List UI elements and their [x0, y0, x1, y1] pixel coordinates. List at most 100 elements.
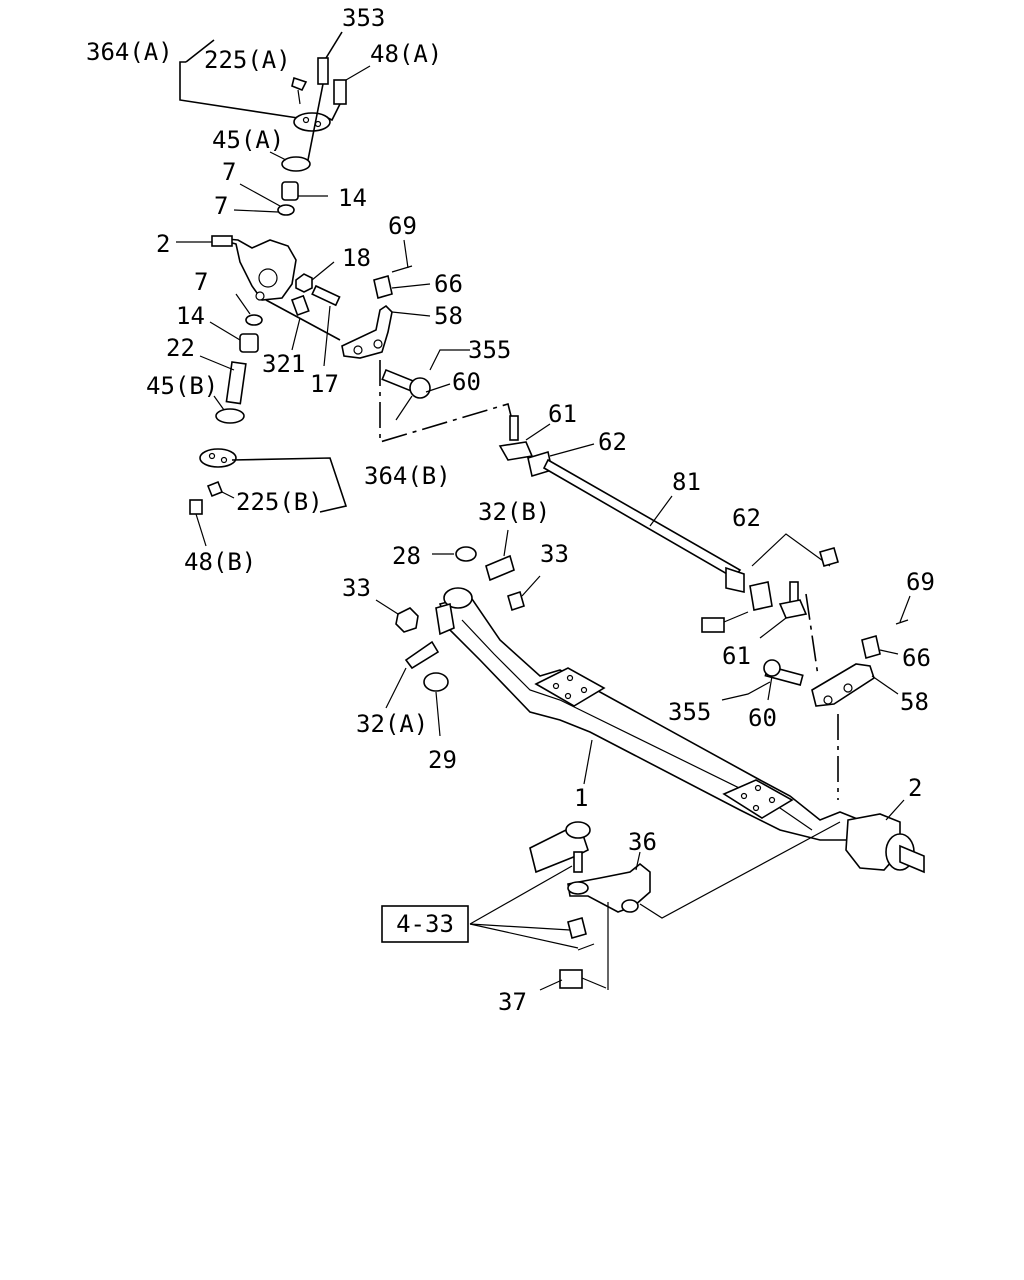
leader	[635, 851, 641, 871]
callout-353: 353	[342, 4, 385, 32]
callout-62-right: 62	[732, 504, 761, 532]
seat-hole	[752, 804, 760, 812]
bolt-48a	[333, 79, 347, 105]
ref-leader	[469, 923, 571, 931]
callout-66-right: 66	[902, 644, 931, 672]
bolt-17	[311, 284, 341, 307]
leader	[649, 495, 673, 527]
leader	[391, 283, 431, 289]
callout-7-lower: 7	[194, 268, 208, 296]
arm-36-eye	[567, 881, 589, 895]
axle-hardware	[375, 529, 541, 737]
callout-58-right: 58	[900, 688, 929, 716]
leader	[521, 575, 541, 597]
axle-beam-flange	[461, 619, 813, 831]
callout-36: 36	[628, 828, 657, 856]
ref-leader	[469, 923, 579, 949]
shim-7-lower	[245, 314, 263, 326]
arm-58-left	[341, 304, 393, 359]
leader	[425, 383, 451, 393]
leader	[323, 305, 331, 367]
nut-bolt-group	[290, 261, 341, 367]
axle-eye-left	[443, 587, 473, 609]
leader	[235, 293, 251, 315]
callout-48a: 48(A)	[370, 40, 442, 68]
leader	[269, 151, 287, 161]
seat-hole	[740, 792, 748, 800]
grease-nipple-a	[291, 76, 308, 92]
grease-nipple-b	[206, 480, 224, 498]
reference-box	[381, 905, 469, 943]
callout-48b: 48(B)	[184, 548, 256, 576]
knuckle-spindle	[211, 235, 233, 247]
bushing-14	[281, 181, 299, 201]
tie-rod-end-stud-left	[509, 415, 519, 441]
gasket-45a	[281, 156, 311, 172]
seat-hole	[564, 692, 572, 700]
callout-29: 29	[428, 746, 457, 774]
arm-hole	[373, 339, 383, 349]
knuckle-body	[213, 237, 297, 301]
callout-321: 321	[262, 350, 305, 378]
seat-hole	[754, 784, 762, 792]
callout-labels: 353 364(A) 225(A) 48(A) 45(A) 7 14 7 2 1…	[86, 4, 935, 1016]
leader	[199, 355, 235, 371]
seat-hole	[566, 674, 574, 682]
lower-knuckle-parts	[189, 293, 348, 547]
callout-14-upper: 14	[338, 184, 367, 212]
callout-61-left: 61	[548, 400, 577, 428]
leader	[391, 311, 431, 317]
arm-hole	[843, 683, 853, 693]
knuckle-right-spindle	[899, 844, 925, 874]
leader	[345, 65, 371, 81]
callout-2-left: 2	[156, 230, 170, 258]
bushing-14-lower	[239, 333, 259, 353]
knuckle-hole	[255, 291, 265, 301]
leader	[503, 529, 509, 557]
bolt-right	[701, 617, 725, 633]
bracket-364a	[179, 61, 299, 119]
leader	[879, 649, 899, 655]
callout-225a: 225(A)	[204, 46, 291, 74]
washer-28	[455, 546, 477, 562]
bolt-60-head	[409, 377, 431, 399]
bolt-353	[317, 57, 329, 85]
callout-45b: 45(B)	[146, 372, 218, 400]
leader	[213, 395, 225, 411]
cap-plate-b	[199, 448, 237, 468]
callout-81: 81	[672, 468, 701, 496]
leader	[195, 513, 207, 547]
leader	[549, 443, 595, 457]
callout-61-right: 61	[722, 642, 751, 670]
seat-hole	[580, 686, 588, 694]
leader	[583, 739, 593, 785]
gasket-45b	[215, 408, 245, 424]
leader	[435, 691, 441, 737]
right-tie-rod-arm	[721, 593, 911, 800]
nut-lower	[567, 917, 587, 939]
castle-nut-66-right	[861, 634, 881, 660]
callout-7-mid: 7	[214, 192, 228, 220]
leader	[899, 595, 911, 623]
alignment-line-right-upper	[805, 593, 819, 677]
shim-7	[277, 204, 295, 216]
leader	[233, 209, 279, 213]
callout-60-right: 60	[748, 704, 777, 732]
callout-58-left: 58	[434, 302, 463, 330]
callout-1: 1	[574, 784, 588, 812]
callout-62-left: 62	[598, 428, 627, 456]
callout-14-lower: 14	[176, 302, 205, 330]
leader	[221, 491, 235, 499]
cotter-pin-lower	[577, 943, 595, 951]
leader-355	[429, 349, 470, 371]
upper-knuckle-parts	[179, 31, 371, 216]
bushing-29	[423, 672, 449, 692]
clamp-62-right	[749, 581, 773, 611]
callout-45a: 45(A)	[212, 126, 284, 154]
callout-33-right: 33	[540, 540, 569, 568]
seat-hole	[768, 796, 776, 804]
leader	[525, 423, 551, 441]
callout-69-right: 69	[906, 568, 935, 596]
leader	[375, 599, 399, 615]
